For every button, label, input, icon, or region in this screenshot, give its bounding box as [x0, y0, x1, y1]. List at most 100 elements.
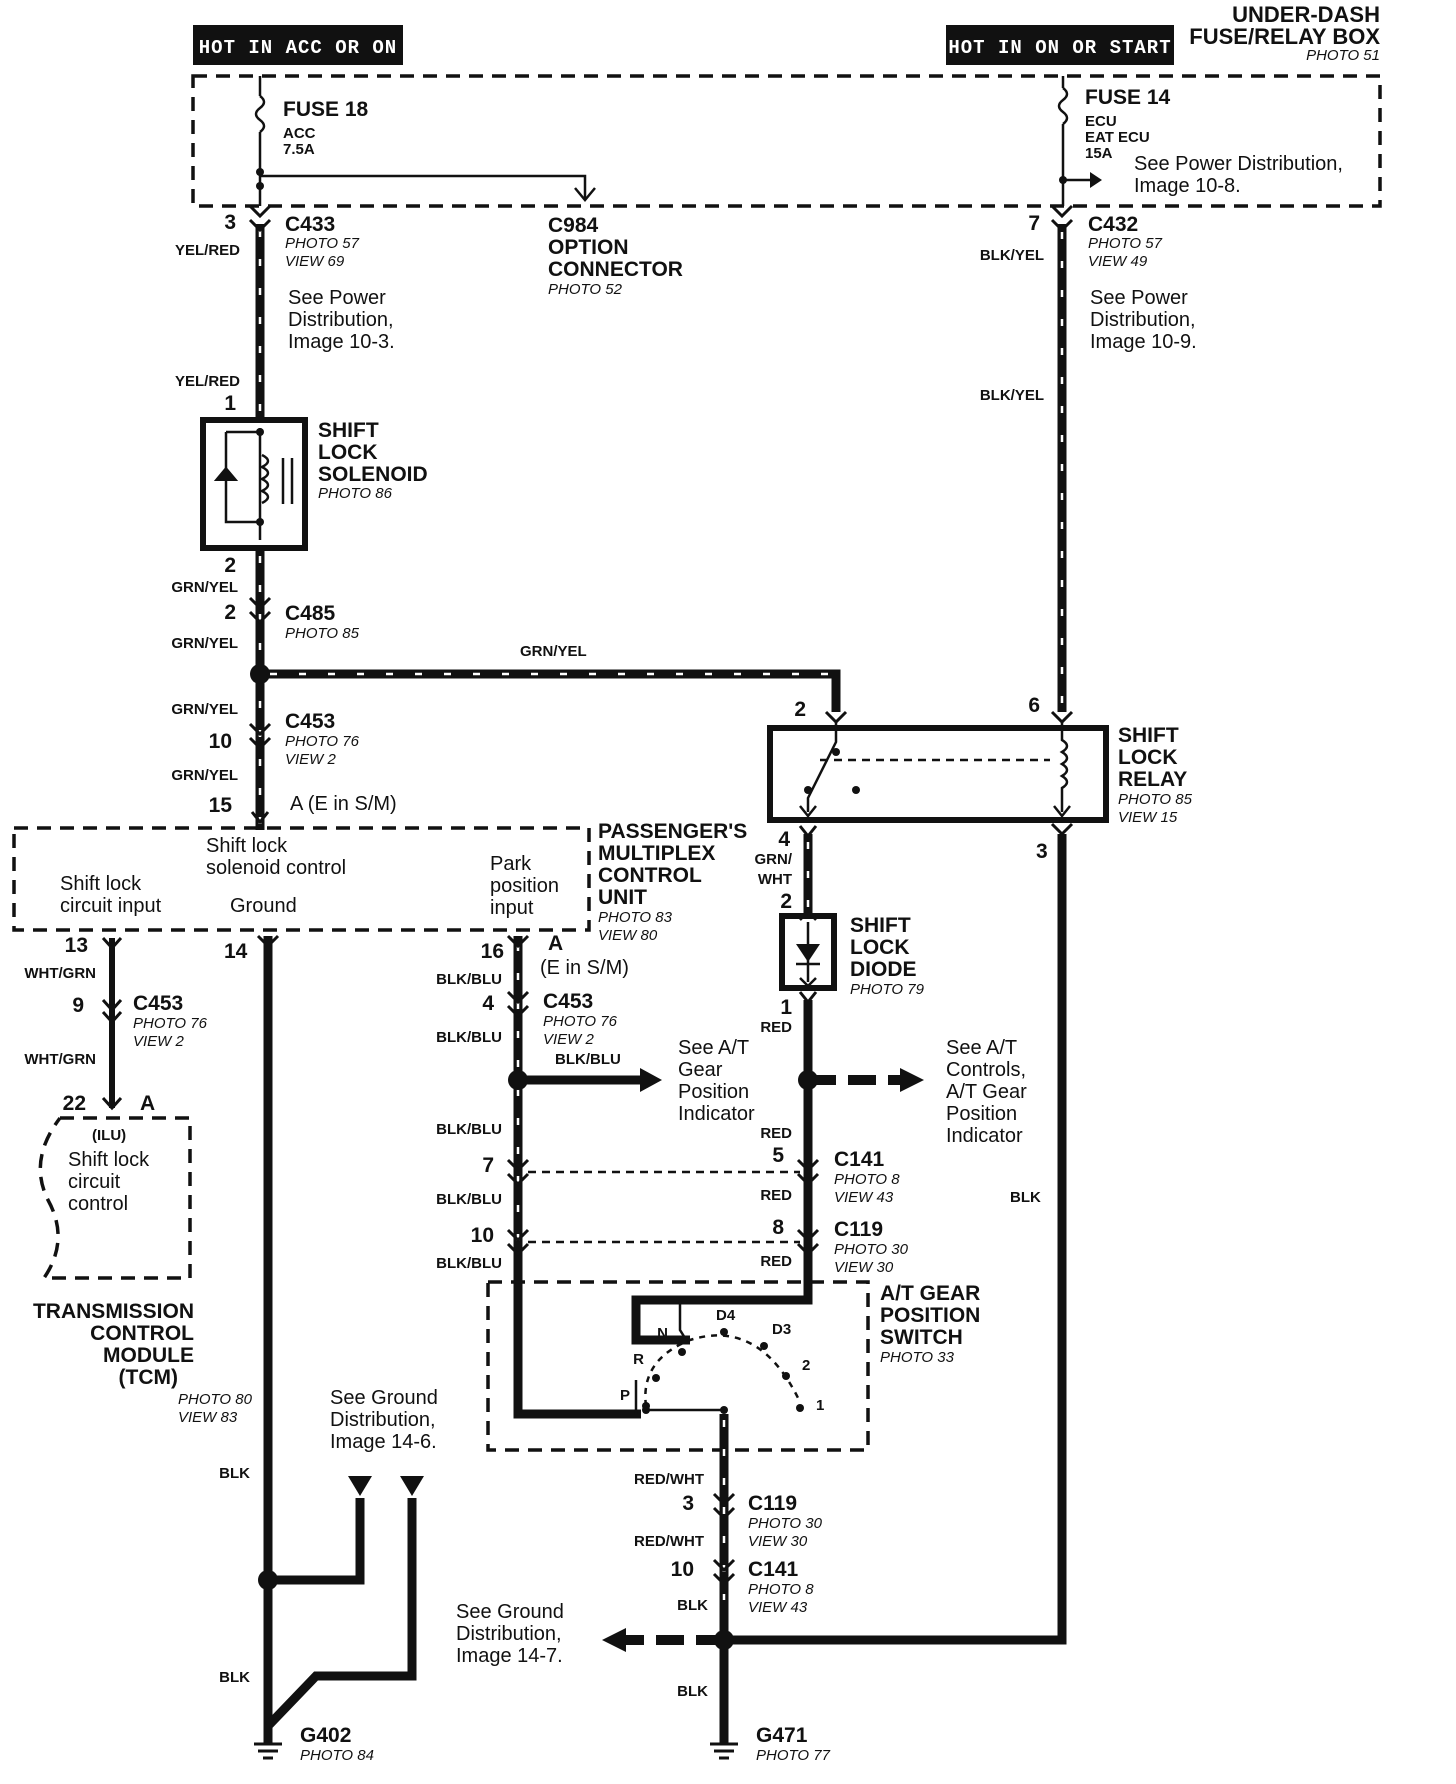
wire-label-red-wht-1: RED/WHT	[634, 1471, 704, 1488]
wire-label-blk-blu-1: BLK/BLU	[436, 971, 502, 988]
c433-name: C433	[285, 213, 335, 236]
hot-acc-on-label: HOT IN ACC OR ON	[199, 37, 397, 59]
pmcu-pin-14: 14	[224, 940, 248, 963]
c453-mid-view: VIEW 2	[543, 1031, 595, 1048]
c119-top-connector	[796, 1228, 820, 1257]
switch-name-2: POSITION	[880, 1304, 980, 1327]
tcm-name-2: CONTROL	[90, 1322, 194, 1345]
wire-label-grn-wht-1: GRN/	[755, 851, 793, 868]
wire-label-blk-yel-2: BLK/YEL	[980, 387, 1044, 404]
c453-top-connector	[248, 722, 272, 751]
c119-top-pin-right: 8	[772, 1216, 784, 1239]
tcm-text-2: circuit	[68, 1171, 121, 1193]
solenoid-name-2: LOCK	[318, 441, 378, 464]
ref-at-gear-ind-4: Indicator	[678, 1103, 755, 1125]
c485-name: C485	[285, 602, 336, 625]
ref-pd-10-9-2: Distribution,	[1090, 309, 1196, 331]
switch-photo: PHOTO 33	[880, 1349, 955, 1366]
ref-at-controls-4: Position	[946, 1103, 1017, 1125]
pmcu-sol-ctrl-1: Shift lock	[206, 835, 288, 857]
c453-mid-pin: 4	[482, 992, 494, 1015]
pmcu-pin-16-suffix-2: (E in S/M)	[540, 957, 629, 979]
g402-name: G402	[300, 1724, 351, 1747]
solenoid-coil-symbol	[259, 453, 270, 505]
c141-top-pin-right: 5	[772, 1144, 784, 1167]
at-gear-switch-outline	[486, 1280, 870, 1452]
g471-photo: PHOTO 77	[756, 1747, 831, 1764]
wire-label-red-wht-2: RED/WHT	[634, 1533, 704, 1550]
pmcu-name-3: CONTROL	[598, 864, 702, 887]
g471-ground-symbol	[710, 1742, 738, 1760]
fuse-18-symbol	[254, 95, 266, 133]
wire-label-red-4: RED	[760, 1253, 792, 1270]
tcm-name-1: TRANSMISSION	[33, 1300, 194, 1323]
fuse-box-photo: PHOTO 51	[1306, 47, 1380, 64]
g402-photo: PHOTO 84	[300, 1747, 374, 1764]
c141-top-pin-left: 7	[482, 1154, 494, 1177]
c984-connector: CONNECTOR	[548, 258, 683, 281]
fuse-14-eat: EAT ECU	[1085, 129, 1150, 146]
wire-label-red-3: RED	[760, 1187, 792, 1204]
c141-top-view: VIEW 43	[834, 1189, 894, 1206]
ref-at-gear-ind-2: Gear	[678, 1059, 723, 1081]
option-connector-branch	[260, 174, 587, 198]
pmcu-name-4: UNIT	[598, 886, 647, 909]
wire-label-grn-yel-4: GRN/YEL	[171, 767, 238, 784]
wire-label-blk-g402-2: BLK	[219, 1669, 250, 1686]
c453-mid-name: C453	[543, 990, 593, 1013]
wire-label-grn-yel-3: GRN/YEL	[171, 701, 238, 718]
wire-label-grn-wht-2: WHT	[758, 871, 792, 888]
c119-top-name: C119	[834, 1218, 883, 1241]
c119-bot-view: VIEW 30	[748, 1533, 808, 1550]
diode-pin-1: 1	[780, 996, 792, 1019]
diode-name-2: LOCK	[850, 936, 910, 959]
diode-name-3: DIODE	[850, 958, 917, 981]
hot-acc-on-tag	[193, 25, 403, 65]
c453-left-pin: 9	[72, 994, 84, 1017]
fuse-14-rating: 15A	[1085, 145, 1113, 162]
ref-pd-10-9-1: See Power	[1090, 287, 1188, 309]
c432-photo: PHOTO 57	[1088, 235, 1163, 252]
c119-bot-photo: PHOTO 30	[748, 1515, 823, 1532]
fuse-box-title-2: FUSE/RELAY BOX	[1189, 24, 1380, 49]
c485-pin: 2	[224, 601, 236, 624]
pmcu-pin-15-suffix: A (E in S/M)	[290, 793, 397, 815]
relay-name-2: LOCK	[1118, 746, 1178, 769]
tcm-name-3: MODULE	[103, 1344, 194, 1367]
switch-pos-1: 1	[816, 1397, 824, 1414]
pmcu-sol-ctrl-2: solenoid control	[206, 857, 346, 879]
c432-name: C432	[1088, 213, 1138, 236]
relay-pin-3: 3	[1036, 840, 1048, 863]
c141-bot-pin: 10	[671, 1558, 694, 1581]
wire-label-blk-yel-1: BLK/YEL	[980, 247, 1044, 264]
wire-label-blk-blu-4: BLK/BLU	[436, 1191, 502, 1208]
solenoid-photo: PHOTO 86	[318, 485, 393, 502]
shift-lock-relay-box	[767, 725, 1109, 823]
relay-pin-2: 2	[794, 698, 806, 721]
c453-top-photo: PHOTO 76	[285, 733, 360, 750]
relay-pin-6: 6	[1028, 694, 1040, 717]
ref-gnd-14-7-1: See Ground	[456, 1601, 564, 1623]
ref-gnd-14-6-2: Distribution,	[330, 1409, 436, 1431]
switch-pos-r: R	[633, 1351, 644, 1368]
fuse-18-name: FUSE 18	[283, 98, 369, 121]
fuse-box-title-1: UNDER-DASH	[1232, 2, 1380, 27]
pmcu-pin-16: 16	[481, 940, 504, 963]
wire-label-blk-g471-1: BLK	[677, 1597, 708, 1614]
pmcu-name-1: PASSENGER'S	[598, 820, 747, 843]
switch-name-3: SWITCH	[880, 1326, 963, 1349]
wire-label-yel-red-2: YEL/RED	[175, 373, 240, 390]
c453-top-view: VIEW 2	[285, 751, 337, 768]
fuse-relay-box-outline	[191, 74, 1382, 208]
ref-at-controls-2: Controls,	[946, 1059, 1026, 1081]
pmcu-pin-13: 13	[65, 934, 88, 957]
solenoid-name-3: SOLENOID	[318, 463, 428, 486]
g471-name: G471	[756, 1724, 808, 1747]
pmcu-circ-in-1: Shift lock	[60, 873, 142, 895]
ref-pd-10-3-1: See Power	[288, 287, 386, 309]
tcm-text-1: Shift lock	[68, 1149, 150, 1171]
relay-name-1: SHIFT	[1118, 724, 1179, 747]
c119-bot-name: C119	[748, 1492, 797, 1515]
ref-at-controls-3: A/T Gear	[946, 1081, 1027, 1103]
